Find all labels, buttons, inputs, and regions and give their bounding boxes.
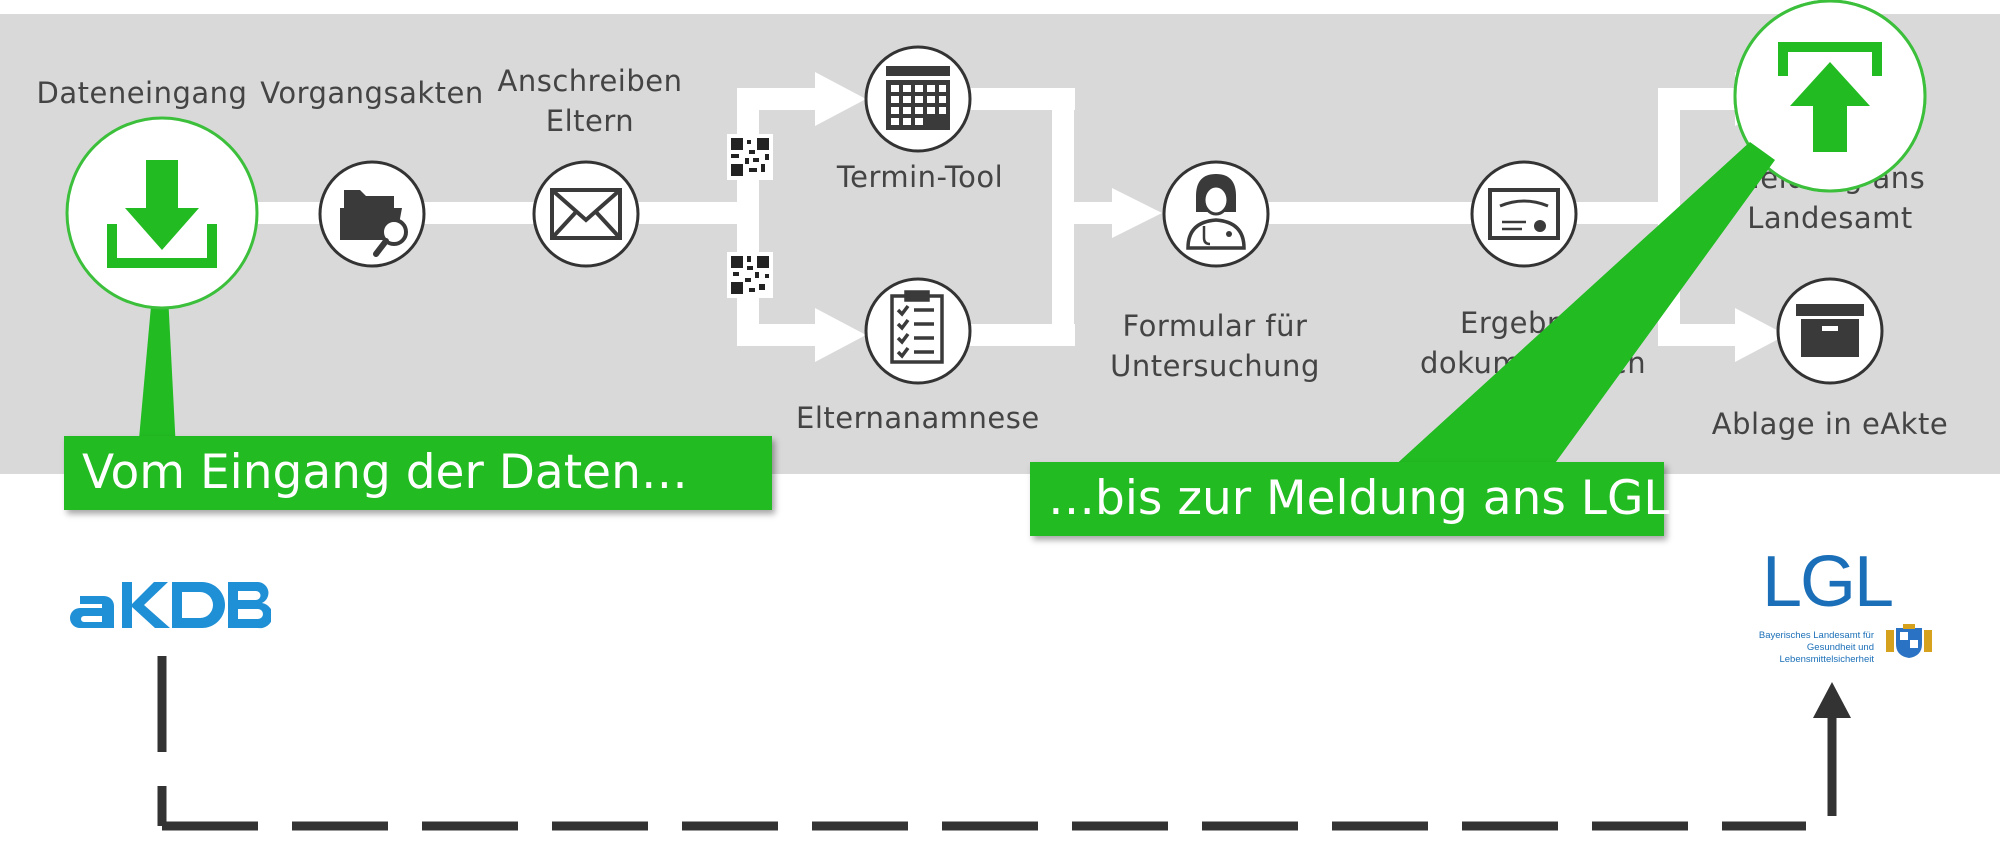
certificate-icon [1488,188,1560,240]
label-dateneingang: Dateneingang [36,76,248,110]
meldung-circle-overlay [1733,0,1927,193]
lgl-logo-letters: LGL [1762,542,1894,622]
callout-left: Vom Eingang der Daten… [64,436,772,510]
lgl-logo-subtitle: Bayerisches Landesamt für Gesundheit und… [1758,630,1874,665]
label-formular: Formular für Untersuchung [1110,309,1320,383]
connector-arrowhead [1813,682,1851,718]
label-vorgangsakten: Vorgangsakten [260,76,484,110]
lgl-logo: LGL Bayerisches Landesamt für Gesundheit… [1712,542,1934,665]
step-ergebnis-circle [1470,160,1578,268]
bavarian-crest-icon [1886,624,1932,658]
doctor-icon [1186,174,1246,250]
calendar-icon [886,66,950,130]
step-dateneingang-circle [65,116,259,310]
step-termin-circle [864,45,972,153]
step-anschreiben-circle [532,160,640,268]
step-elternanamnese-circle [864,277,972,385]
envelope-icon [550,188,622,240]
callout-pointer-left [138,295,176,450]
label-ablage: Ablage in eAkte [1711,407,1949,441]
dashed-connector [157,656,1837,831]
upload-icon [1778,42,1882,152]
checklist-icon [890,290,944,364]
step-ablage-circle [1776,277,1884,385]
label-anschreiben: Anschreiben Eltern [497,64,683,138]
label-termin: Termin-Tool [836,160,1004,194]
download-icon [107,160,217,268]
qr-code-icon [727,252,773,298]
step-formular-circle [1162,160,1270,268]
step-vorgangsakten-circle [318,160,426,268]
archive-box-icon [1796,304,1864,357]
folder-search-icon [340,190,408,257]
label-elternanamnese: Elternanamnese [796,401,1040,435]
qr-code-icon [727,134,773,180]
callout-right: …bis zur Meldung ans LGL [1030,462,1670,536]
akdb-logo [70,582,271,629]
